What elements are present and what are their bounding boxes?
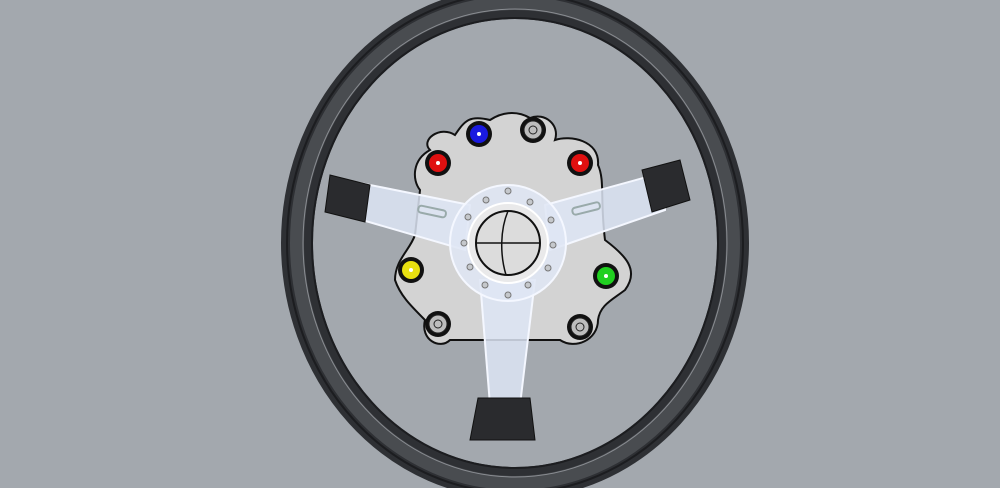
hub — [449, 184, 567, 302]
buttons — [398, 117, 619, 340]
blue-button[interactable] — [466, 121, 492, 147]
wheel-rim — [281, 0, 749, 488]
red-button-left[interactable] — [425, 150, 451, 176]
green-button[interactable] — [593, 263, 619, 289]
black-button-bottom-right[interactable] — [567, 314, 593, 340]
black-button-top[interactable] — [520, 117, 546, 143]
black-button-bottom-left[interactable] — [425, 311, 451, 337]
spoke-mounts — [324, 159, 691, 441]
red-button-right[interactable] — [567, 150, 593, 176]
yellow-button[interactable] — [398, 257, 424, 283]
